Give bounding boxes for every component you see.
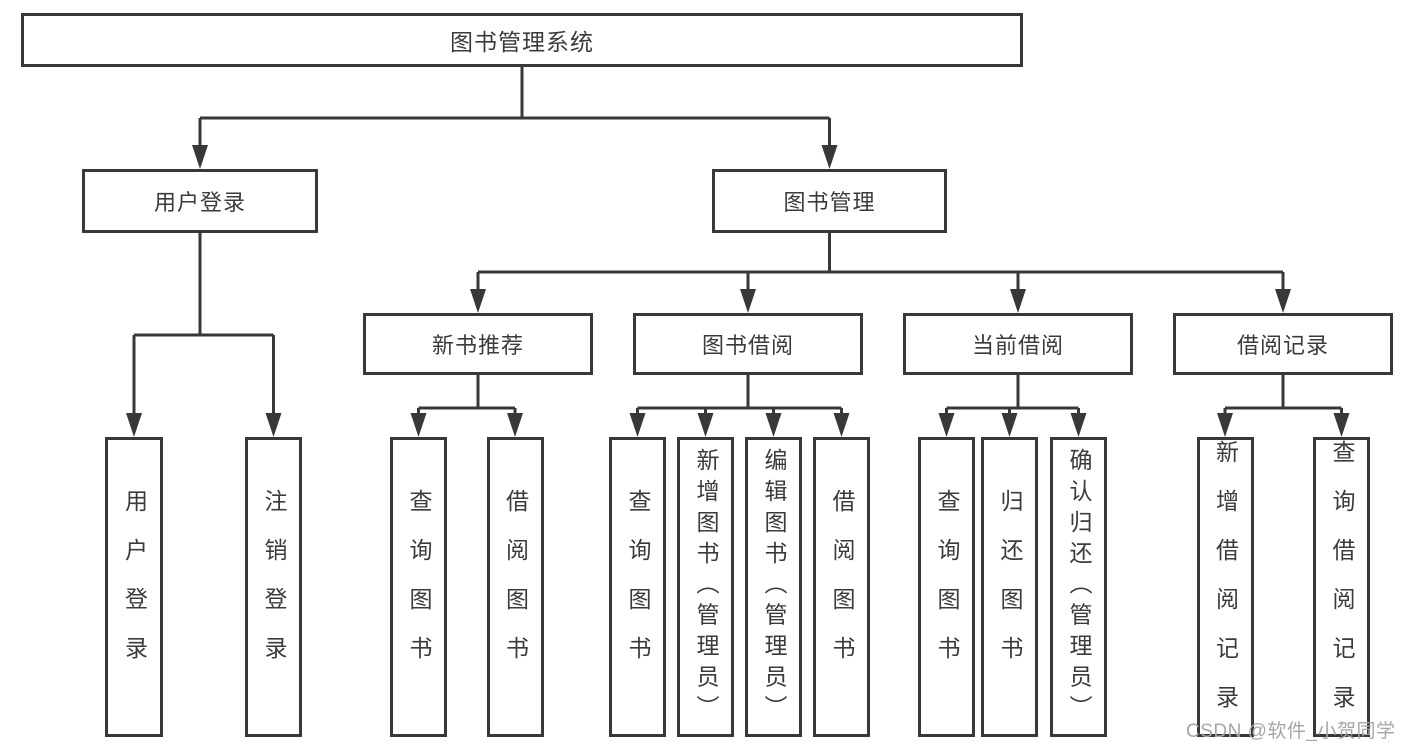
leaf-edit-book-admin-label: 编辑图书（管理员）: [761, 448, 787, 726]
leaf-confirm-return-admin-label: 确认归还（管理员）: [1066, 448, 1092, 726]
node-current-borrow-label: 当前借阅: [971, 333, 1064, 358]
leaf-borrow-books-recommend: 借阅图书: [486, 437, 544, 737]
leaf-user-login-label: 用户登录: [121, 489, 148, 685]
leaf-query-books-borrow: 查询图书: [609, 437, 666, 737]
node-borrow-records-label: 借阅记录: [1236, 333, 1329, 358]
node-book-management: 图书管理: [712, 169, 947, 233]
node-user-login-label: 用户登录: [153, 190, 246, 215]
node-new-book-recommend: 新书推荐: [363, 313, 593, 375]
leaf-query-books-recommend: 查询图书: [390, 437, 447, 737]
leaf-confirm-return-admin: 确认归还（管理员）: [1050, 437, 1107, 737]
leaf-return-book-label: 归还图书: [997, 489, 1023, 685]
leaf-user-login: 用户登录: [105, 437, 163, 737]
node-current-borrow: 当前借阅: [903, 313, 1133, 375]
leaf-borrow-books-label: 借阅图书: [829, 489, 855, 685]
node-borrow-records: 借阅记录: [1173, 313, 1393, 375]
leaf-return-book: 归还图书: [981, 437, 1038, 737]
leaf-logout-label: 注销登录: [261, 489, 287, 685]
leaf-add-borrow-record-label: 新增借阅记录: [1212, 440, 1239, 734]
leaf-query-books-recommend-label: 查询图书: [406, 489, 432, 685]
leaf-edit-book-admin: 编辑图书（管理员）: [745, 437, 802, 737]
leaf-add-book-admin: 新增图书（管理员）: [677, 437, 734, 737]
node-book-borrow-label: 图书借阅: [701, 333, 794, 358]
leaf-borrow-books-recommend-label: 借阅图书: [502, 489, 529, 685]
leaf-query-books-current: 查询图书: [918, 437, 975, 737]
leaf-add-book-admin-label: 新增图书（管理员）: [693, 448, 719, 726]
leaf-add-borrow-record: 新增借阅记录: [1196, 437, 1254, 737]
connector-lines: [132, 67, 1343, 416]
leaf-query-books-borrow-label: 查询图书: [625, 489, 651, 685]
node-user-login: 用户登录: [82, 169, 318, 233]
leaf-query-borrow-record-label: 查询借阅记录: [1329, 440, 1355, 734]
leaf-query-books-current-label: 查询图书: [934, 489, 960, 685]
leaf-borrow-books: 借阅图书: [813, 437, 870, 737]
watermark: CSDN @软件_小贺同学: [1186, 721, 1396, 742]
leaf-logout: 注销登录: [245, 437, 302, 737]
node-book-management-label: 图书管理: [783, 190, 876, 215]
leaf-query-borrow-record: 查询借阅记录: [1313, 437, 1370, 737]
node-new-book-recommend-label: 新书推荐: [431, 333, 524, 358]
node-root-label: 图书管理系统: [450, 29, 594, 55]
node-book-borrow: 图书借阅: [633, 313, 863, 375]
node-root: 图书管理系统: [21, 13, 1023, 67]
